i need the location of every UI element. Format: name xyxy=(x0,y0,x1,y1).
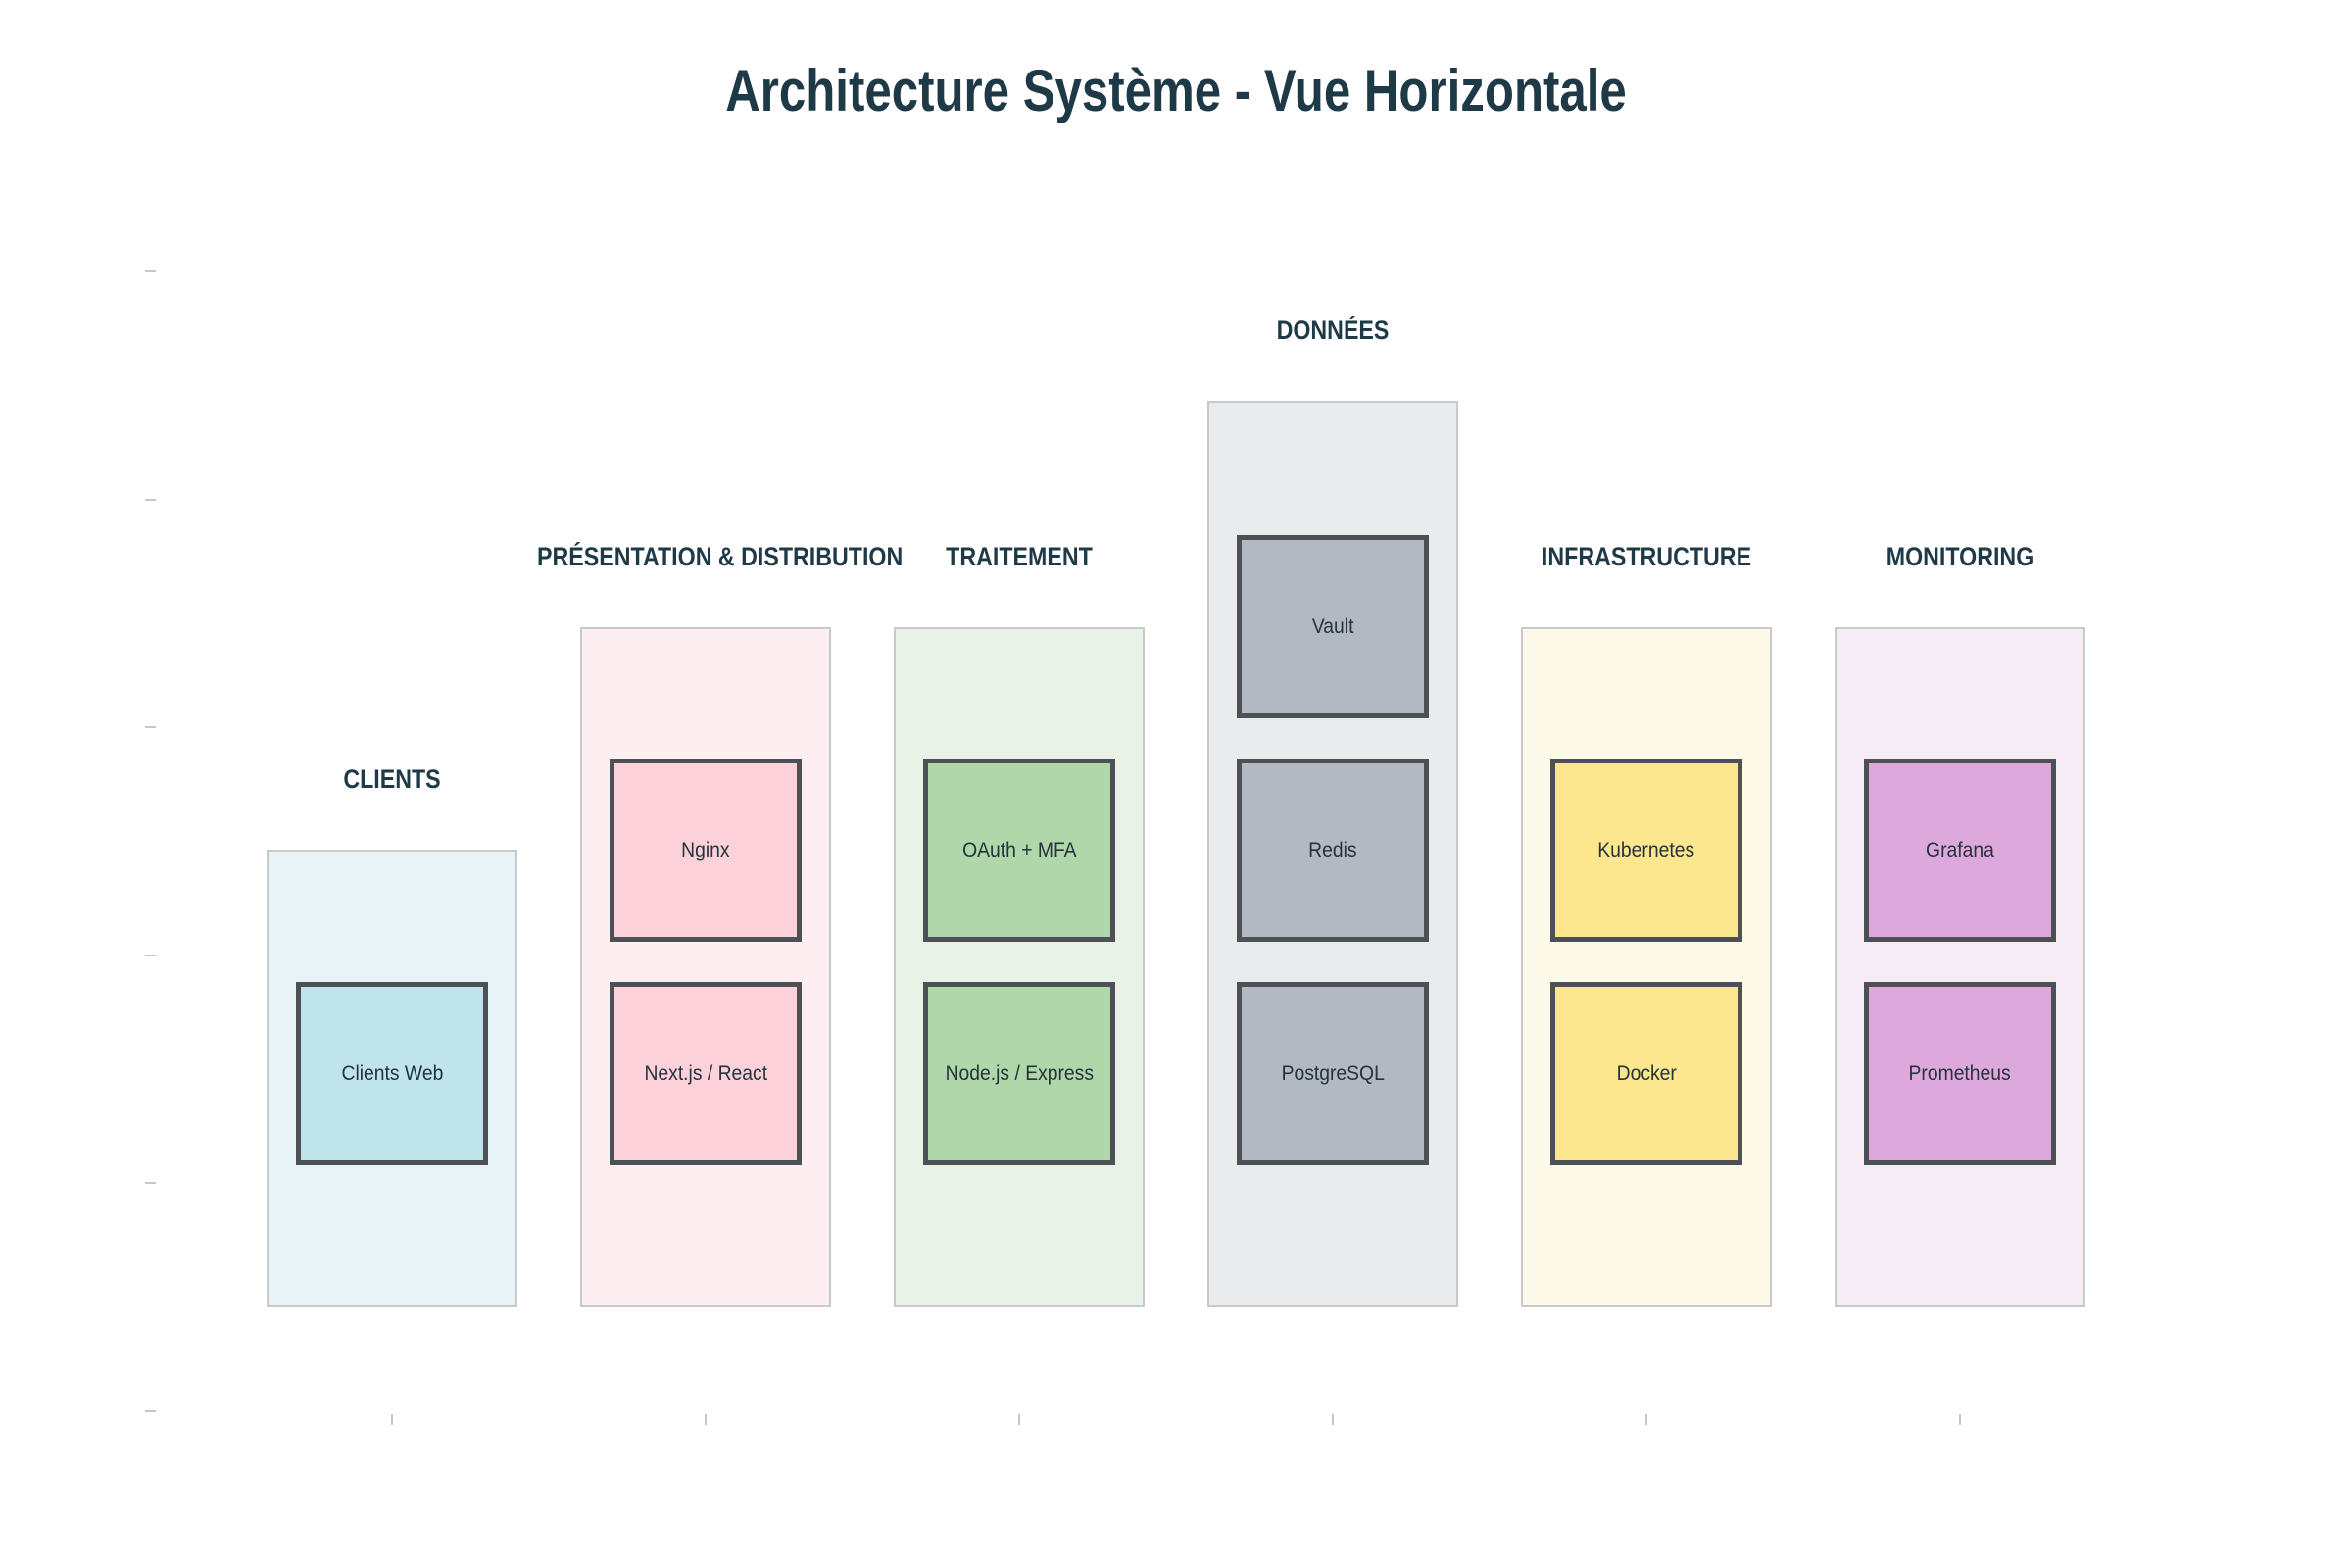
node-label-grafana: Grafana xyxy=(1926,838,1994,861)
section-label-clients: CLIENTS xyxy=(343,764,441,794)
node-box-kubernetes: Kubernetes xyxy=(1550,759,1742,942)
node-box-clients-web: Clients Web xyxy=(296,982,488,1165)
node-box-prometheus: Prometheus xyxy=(1864,982,2056,1165)
y-axis-tick xyxy=(145,726,156,728)
node-label-prometheus: Prometheus xyxy=(1908,1061,2012,1085)
node-box-grafana: Grafana xyxy=(1864,759,2056,942)
node-label-redis: Redis xyxy=(1308,838,1357,861)
node-label-docker: Docker xyxy=(1616,1061,1677,1085)
x-axis-tick xyxy=(1332,1414,1334,1425)
node-box-next-js-react: Next.js / React xyxy=(610,982,802,1165)
node-box-postgresql: PostgreSQL xyxy=(1237,982,1429,1165)
page-title: Architecture Système - Vue Horizontale xyxy=(725,58,1627,123)
section-label-donnees: DONNÉES xyxy=(1276,316,1390,345)
y-axis-tick xyxy=(145,1410,156,1412)
x-axis-tick xyxy=(1018,1414,1020,1425)
node-label-nginx: Nginx xyxy=(681,838,730,861)
x-axis-tick xyxy=(1959,1414,1961,1425)
column-monitoring xyxy=(1835,627,2085,1307)
node-label-kubernetes: Kubernetes xyxy=(1597,838,1695,861)
y-axis-tick xyxy=(145,955,156,956)
section-label-monitoring: MONITORING xyxy=(1886,542,2034,571)
node-box-redis: Redis xyxy=(1237,759,1429,942)
section-label-infrastructure: INFRASTRUCTURE xyxy=(1541,542,1752,571)
x-axis-tick xyxy=(705,1414,707,1425)
y-axis-tick xyxy=(145,270,156,272)
y-axis-tick xyxy=(145,1182,156,1184)
node-box-docker: Docker xyxy=(1550,982,1742,1165)
node-box-nginx: Nginx xyxy=(610,759,802,942)
node-label-postgresql: PostgreSQL xyxy=(1281,1061,1385,1085)
node-label-vault: Vault xyxy=(1311,614,1354,638)
section-label-presentation-distribution: PRÉSENTATION & DISTRIBUTION xyxy=(537,542,904,571)
y-axis-tick xyxy=(145,499,156,501)
column-infrastructure xyxy=(1521,627,1772,1307)
section-label-traitement: TRAITEMENT xyxy=(946,542,1093,571)
node-box-oauth-mfa: OAuth + MFA xyxy=(923,759,1115,942)
node-box-vault: Vault xyxy=(1237,535,1429,718)
node-label-clients-web: Clients Web xyxy=(341,1061,443,1085)
column-presentation-distribution xyxy=(580,627,831,1307)
node-box-node-js-express: Node.js / Express xyxy=(923,982,1115,1165)
x-axis-tick xyxy=(1645,1414,1647,1425)
node-label-oauth-mfa: OAuth + MFA xyxy=(961,838,1077,861)
node-label-node-js-express: Node.js / Express xyxy=(945,1061,1094,1085)
column-traitement xyxy=(894,627,1145,1307)
node-label-next-js-react: Next.js / React xyxy=(644,1061,767,1085)
x-axis-tick xyxy=(391,1414,393,1425)
